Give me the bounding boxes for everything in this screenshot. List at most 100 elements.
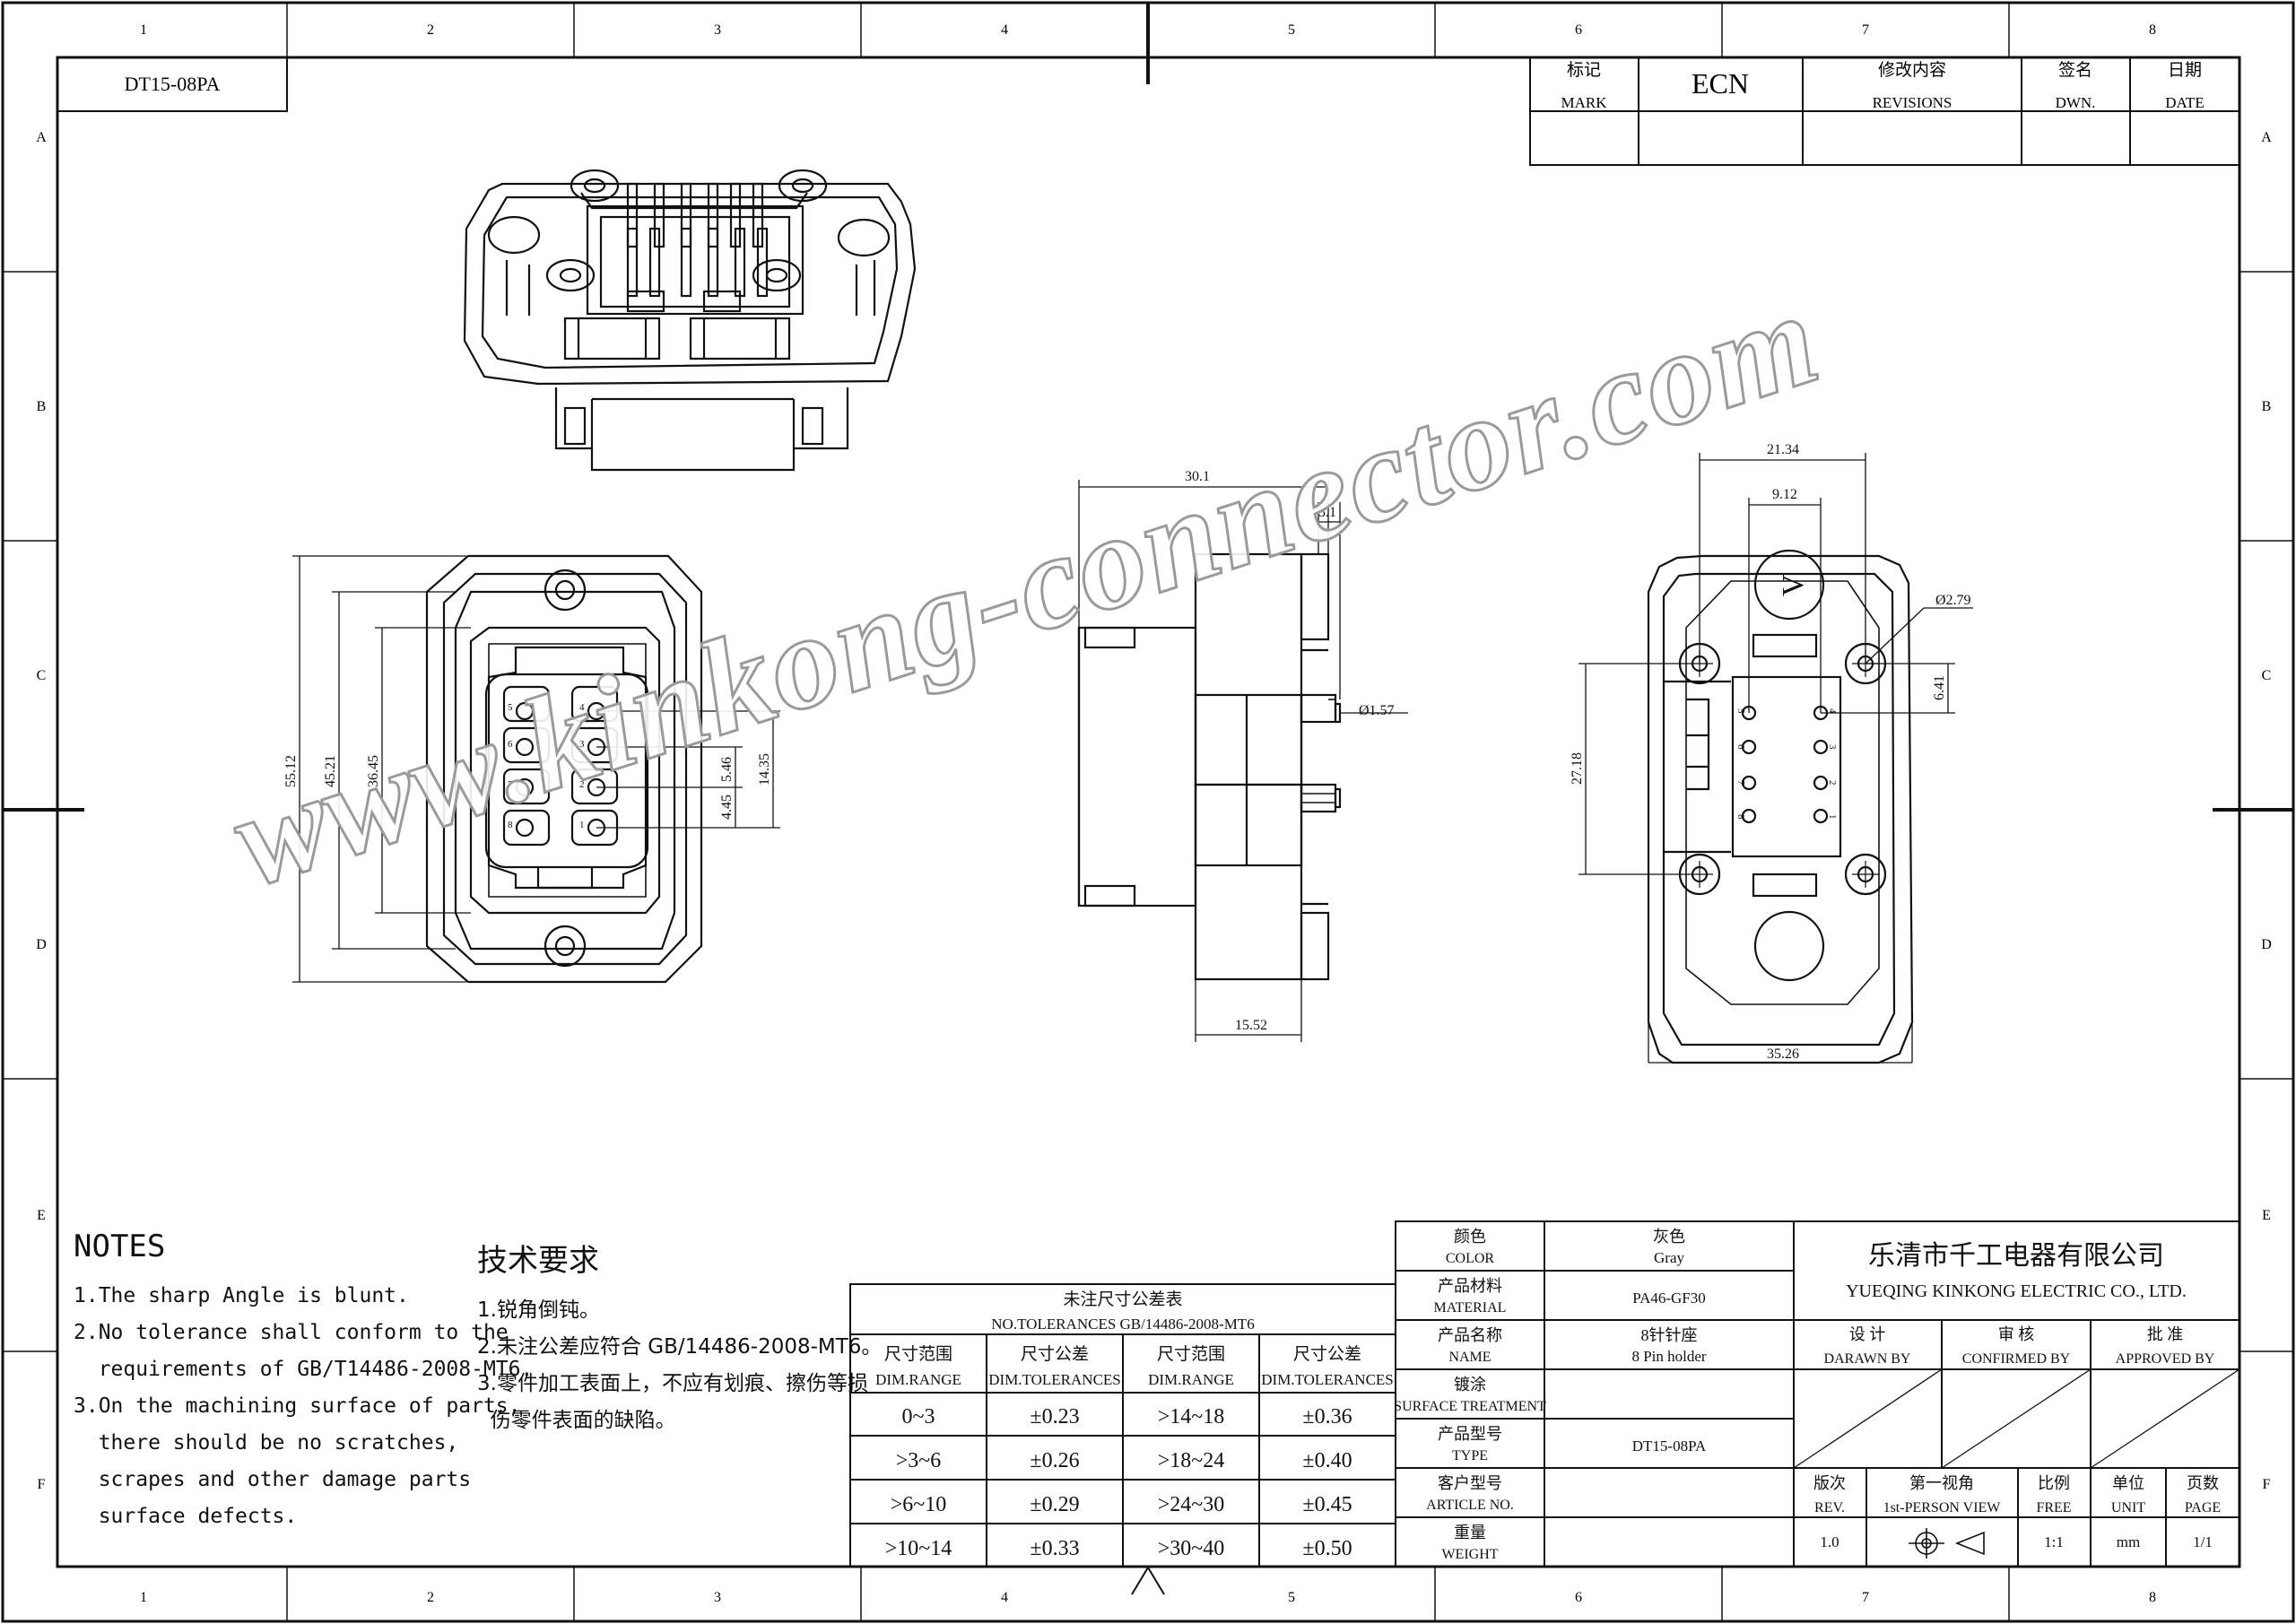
zone-row-left: C: [37, 668, 47, 683]
tol-cell: ±0.40: [1302, 1449, 1352, 1472]
svg-text:V: V: [1777, 574, 1810, 596]
tol-header-en: DIM.TOLERANCES: [988, 1371, 1121, 1388]
note-line: requirements of GB/T14486-2008-MT6.: [74, 1358, 534, 1381]
pin-label: 3: [579, 739, 585, 750]
dim-5-46: 5.46: [719, 757, 735, 782]
notes-title: NOTES: [74, 1229, 166, 1264]
field-value-cn: 8针针座: [1641, 1326, 1698, 1344]
revision-headers: 标记 MARK ECN 修改内容 REVISIONS 签名 DWN. 日期 DA…: [1561, 60, 2204, 111]
field-value-en: DT15-08PA: [1632, 1437, 1707, 1455]
unit-en: UNIT: [2111, 1500, 2145, 1515]
zone-col-bottom: 8: [2149, 1590, 2156, 1605]
zone-col-top: 8: [2149, 22, 2156, 38]
pin-label: 4: [1827, 708, 1838, 714]
zone-col-top: 3: [714, 22, 721, 38]
revisions-cn: 修改内容: [1878, 60, 1946, 80]
zone-col-top: 1: [140, 22, 147, 38]
date-cn: 日期: [2168, 60, 2202, 80]
view-en: 1st-PERSON VIEW: [1883, 1500, 2002, 1515]
field-label-en: NAME: [1448, 1350, 1491, 1365]
zone-row-left: D: [36, 937, 47, 952]
field-label-en: WEIGHT: [1441, 1547, 1498, 1562]
approved-cn: 批 准: [2147, 1325, 2184, 1343]
zone-col-top: 4: [1001, 22, 1008, 38]
field-label-cn: 产品名称: [1438, 1326, 1502, 1344]
rev-value: 1.0: [1820, 1533, 1839, 1550]
title-block-fields: 颜色COLOR灰色Gray产品材料MATERIALPA46-GF30产品名称NA…: [1394, 1228, 1707, 1562]
tolerance-rows: 0~3±0.23>14~18±0.36>3~6±0.26>18~24±0.40>…: [885, 1405, 1352, 1560]
tol-header-cn: 尺寸范围: [1157, 1344, 1225, 1364]
view-cn: 第一视角: [1909, 1474, 1974, 1492]
tol-cell: ±0.23: [1030, 1405, 1079, 1429]
field-label-cn: 颜色: [1454, 1228, 1486, 1246]
note-line: surface defects.: [74, 1505, 298, 1528]
front-view-dims: 55.12 45.21 36.45 5.46 4.45 14.35: [283, 753, 772, 820]
pin-label: 1: [579, 820, 585, 830]
tol-cell: ±0.26: [1030, 1449, 1079, 1472]
note-line: 3.On the machining surface of parts,: [74, 1394, 521, 1418]
field-label-en: COLOR: [1446, 1251, 1495, 1266]
pin-label: 8: [1735, 814, 1746, 820]
isometric-view: [463, 169, 917, 472]
pin-label: 7: [1735, 780, 1746, 786]
tol-header-cn: 尺寸公差: [1293, 1344, 1361, 1364]
pin-label: 3: [1827, 744, 1838, 750]
first-angle-symbol-icon: [1909, 1528, 1985, 1559]
field-label-cn: 客户型号: [1438, 1474, 1502, 1492]
zone-col-bottom: 4: [1001, 1590, 1008, 1605]
pin-label: 8: [508, 820, 513, 830]
tol-header-en: DIM.TOLERANCES: [1261, 1371, 1394, 1388]
field-label-cn: 产品材料: [1438, 1277, 1502, 1295]
tolerance-title-cn: 未注尺寸公差表: [1063, 1290, 1182, 1309]
page-cn: 页数: [2187, 1474, 2219, 1492]
zone-row-right: C: [2262, 668, 2272, 683]
dim-30-1: 30.1: [1185, 469, 1210, 484]
title-block-grid: [1395, 1220, 2240, 1568]
zone-row-right: D: [2261, 937, 2272, 952]
mark-cn: 标记: [1567, 60, 1601, 80]
zone-row-left: E: [37, 1208, 46, 1223]
pin-label: 2: [1827, 780, 1838, 786]
dim-6-41: 6.41: [1932, 675, 1947, 700]
tol-cell: >3~6: [896, 1449, 942, 1472]
page-value: 1/1: [2193, 1533, 2213, 1550]
zone-col-bottom: 6: [1575, 1590, 1582, 1605]
dim-35-26: 35.26: [1767, 1046, 1799, 1062]
field-label-cn: 镀涂: [1454, 1376, 1486, 1394]
note-line: 1.The sharp Angle is blunt.: [74, 1284, 409, 1307]
zone-col-bottom: 2: [427, 1590, 434, 1605]
zone-col-bottom: 3: [714, 1590, 721, 1605]
tol-cell: ±0.45: [1302, 1493, 1352, 1516]
zone-dividers: [3, 3, 2293, 1621]
tol-cell: ±0.36: [1302, 1405, 1352, 1429]
pin-label: 5: [1735, 708, 1746, 714]
date-en: DATE: [2165, 94, 2204, 111]
notes-cn-title: 技术要求: [477, 1243, 599, 1279]
pin-label: 5: [508, 702, 513, 713]
title-block-right: 乐清市千工电器有限公司 YUEQING KINKONG ELECTRIC CO.…: [1813, 1240, 2221, 1550]
dim-14-35: 14.35: [757, 753, 772, 786]
dim-36-45: 36.45: [366, 755, 381, 787]
zone-row-right: B: [2262, 399, 2272, 414]
dim-15-52: 15.52: [1235, 1018, 1267, 1033]
notes-cn-list: 1.锐角倒钝。2.未注公差应符合 GB/14486-2008-MT6。3.零件加…: [477, 1292, 882, 1439]
rev-en: REV.: [1814, 1500, 1845, 1515]
dim-9-12: 9.12: [1772, 487, 1797, 502]
tol-cell: >6~10: [891, 1493, 947, 1516]
scale-en: FREE: [2036, 1500, 2071, 1515]
field-label-en: MATERIAL: [1434, 1300, 1507, 1316]
company-cn: 乐清市千工电器有限公司: [1868, 1240, 2164, 1272]
zone-col-bottom: 5: [1288, 1590, 1295, 1605]
zone-row-left: B: [37, 399, 47, 414]
dwn-cn: 签名: [2058, 60, 2092, 80]
field-value-en: 8 Pin holder: [1631, 1348, 1706, 1365]
pin-label: 7: [508, 779, 513, 790]
dim-27-18: 27.18: [1570, 752, 1585, 785]
dwn-en: DWN.: [2056, 94, 2096, 111]
tol-header-cn: 尺寸公差: [1021, 1344, 1089, 1364]
scale-cn: 比例: [2038, 1474, 2070, 1492]
tolerance-table-grid: [849, 1283, 1396, 1568]
